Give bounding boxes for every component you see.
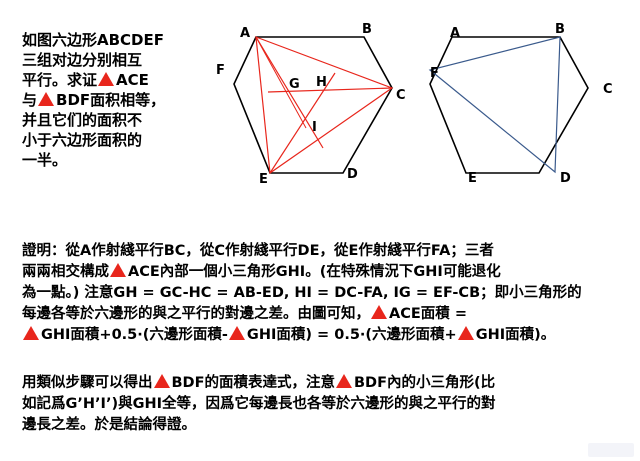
ray-from-a xyxy=(255,36,324,149)
proof-line: GHI面積+0.5·(六邊形面積- GHI面積) = 0.5·(六邊形面積+ GHI… xyxy=(22,325,622,346)
proof-text-span: ACE內部一個小三角形GHI。(在特殊情況下GHI可能退化 xyxy=(128,264,501,280)
label-f: F xyxy=(216,63,225,78)
triangle-icon xyxy=(110,263,126,277)
label-f: F xyxy=(430,66,439,81)
triangle-icon xyxy=(23,326,39,340)
problem-text: ACE xyxy=(116,71,149,89)
proof-text-span: GHI面積) = 0.5·(六邊形面積+ xyxy=(246,327,457,343)
ray-from-e xyxy=(269,72,336,174)
ray-from-c xyxy=(267,87,393,93)
proof-line: 兩兩相交構成 ACE內部一個小三角形GHI。(在特殊情況下GHI可能退化 xyxy=(22,262,622,283)
proof-line: 為一點。) 注意GH = GC-HC = AB-ED, HI = DC-FA, … xyxy=(22,285,582,301)
ray-extra xyxy=(255,36,307,129)
problem-line: 平行。求证 ACE xyxy=(22,70,197,90)
hexagon-outline xyxy=(429,36,589,174)
remark-line: 邊長之差。於是結論得證。 xyxy=(22,417,196,433)
triangle-icon xyxy=(336,374,352,388)
label-i: I xyxy=(312,120,317,135)
problem-line: 并且它们的面积不 xyxy=(22,111,143,129)
label-c: C xyxy=(603,82,613,97)
label-b: B xyxy=(555,22,565,37)
proof-text-span: GHI面積)。 xyxy=(475,327,556,343)
proof-text: 證明：從A作射綫平行BC，從C作射綫平行DE，從E作射綫平行FA；三者 兩兩相交… xyxy=(22,241,622,346)
hexagon-outline xyxy=(233,36,393,174)
remark-line: 用類似步驟可以得出 BDF的面積表達式，注意 BDF內的小三角形(比 xyxy=(22,373,622,394)
triangle-icon xyxy=(98,72,115,86)
label-e: E xyxy=(259,172,268,187)
label-c: C xyxy=(396,88,406,103)
remark-text-span: 用類似步驟可以得出 xyxy=(22,375,153,391)
label-b: B xyxy=(362,22,372,37)
proof-text-span: ACE面積 = xyxy=(389,306,467,322)
triangle-icon xyxy=(371,305,387,319)
triangle-icon xyxy=(38,92,55,106)
triangle-icon xyxy=(228,326,245,340)
label-d: D xyxy=(347,167,358,182)
triangle-ace xyxy=(255,36,394,175)
problem-text: 与 xyxy=(22,91,38,109)
triangle-bdf xyxy=(428,36,561,174)
problem-text: BDF面积相等， xyxy=(56,91,166,109)
problem-line: 一半。 xyxy=(22,151,68,169)
label-a: A xyxy=(450,26,460,41)
problem-line: 如图六边形ABCDEF xyxy=(22,31,164,49)
remark-text-span: BDF內的小三角形(比 xyxy=(354,375,496,391)
problem-text: 平行。求证 xyxy=(22,71,98,89)
remark-text-span: BDF的面積表達式，注意 xyxy=(171,375,336,391)
triangle-icon xyxy=(153,374,170,388)
label-e: E xyxy=(468,171,477,186)
label-g: G xyxy=(289,77,300,92)
proof-text-span: GHI面積+0.5·(六邊形面積- xyxy=(41,327,228,343)
problem-line: 小于六边形面积的 xyxy=(22,131,143,149)
proof-text-span: 每邊各等於六邊形的與之平行的對邊之差。由圖可知， xyxy=(22,306,370,322)
remark-text: 用類似步驟可以得出 BDF的面積表達式，注意 BDF內的小三角形(比 如記爲G’H’… xyxy=(22,373,622,436)
proof-line: 證明：從A作射綫平行BC，從C作射綫平行DE，從E作射綫平行FA；三者 xyxy=(22,243,494,259)
problem-line: 与 BDF面积相等， xyxy=(22,90,197,110)
label-d: D xyxy=(560,171,571,186)
proof-text-span: 兩兩相交構成 xyxy=(22,264,109,280)
label-a: A xyxy=(240,26,250,41)
triangle-icon xyxy=(457,326,474,340)
problem-line: 三组对边分别相互 xyxy=(22,51,143,69)
watermark xyxy=(588,443,634,457)
remark-line: 如記爲G’H’I’)與GHI全等，因爲它每邊長也各等於六邊形的與之平行的對 xyxy=(22,396,496,412)
label-h: H xyxy=(316,75,327,90)
proof-line: 每邊各等於六邊形的與之平行的對邊之差。由圖可知， ACE面積 = xyxy=(22,304,622,325)
